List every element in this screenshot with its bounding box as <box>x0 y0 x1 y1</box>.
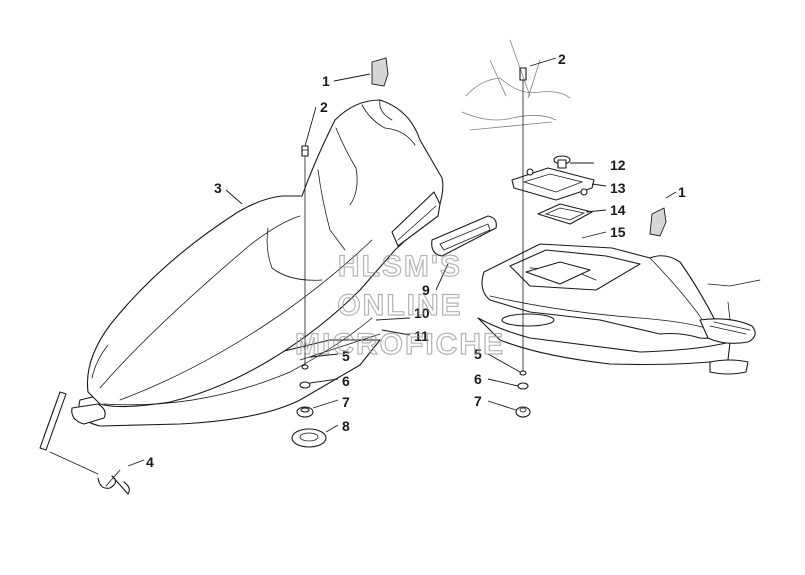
part-9-gasket <box>431 215 497 257</box>
part-13-latch-plate <box>511 167 595 201</box>
handlebar-ghost <box>461 39 571 131</box>
callout-8: 8 <box>342 418 350 434</box>
callout-11: 11 <box>414 328 429 344</box>
callout-1-left: 1 <box>322 73 330 89</box>
callout-12: 12 <box>610 157 626 173</box>
callout-labels: 1 2 3 4 5 6 7 8 9 10 11 2 12 13 14 15 1 … <box>146 51 686 470</box>
watermark-line-2: ONLINE <box>337 289 462 322</box>
part-8-grommet <box>291 428 327 448</box>
watermark-line-1: HLSM'S <box>338 250 462 283</box>
callout-15: 15 <box>610 224 626 240</box>
part-4-hitch-pin <box>39 391 130 495</box>
fastener-stack-left <box>291 364 327 448</box>
callout-3: 3 <box>214 180 222 196</box>
callout-2-left: 2 <box>320 99 328 115</box>
part-14-gasket-frame <box>537 203 593 225</box>
callout-1-right: 1 <box>678 184 686 200</box>
callout-14: 14 <box>610 202 626 218</box>
part-1-clip-right <box>649 207 667 237</box>
seat-nose-bumper <box>71 403 106 425</box>
storage-tray-right <box>477 243 761 375</box>
callout-7-left: 7 <box>342 394 350 410</box>
callout-5-right: 5 <box>474 346 482 362</box>
fastener-stack-right <box>515 370 531 418</box>
seat-vent-opening <box>391 191 441 247</box>
callout-6-right: 6 <box>474 371 482 387</box>
callout-13: 13 <box>610 180 626 196</box>
part-2-screw-right <box>519 67 527 373</box>
callout-2-right: 2 <box>558 51 566 67</box>
callout-4: 4 <box>146 454 154 470</box>
part-1-clip-left <box>371 57 389 87</box>
part-12-knob <box>553 155 571 169</box>
callout-9: 9 <box>422 282 430 298</box>
callout-7-right: 7 <box>474 393 482 409</box>
watermark-line-3: MICROFICHE <box>295 328 505 361</box>
watermark: HLSM'S ONLINE MICROFICHE <box>294 249 505 361</box>
callout-6-left: 6 <box>342 373 350 389</box>
callout-10: 10 <box>414 305 430 321</box>
part-2-screw-left <box>301 145 309 366</box>
callout-5-left: 5 <box>342 348 350 364</box>
leader-lines <box>127 57 677 467</box>
